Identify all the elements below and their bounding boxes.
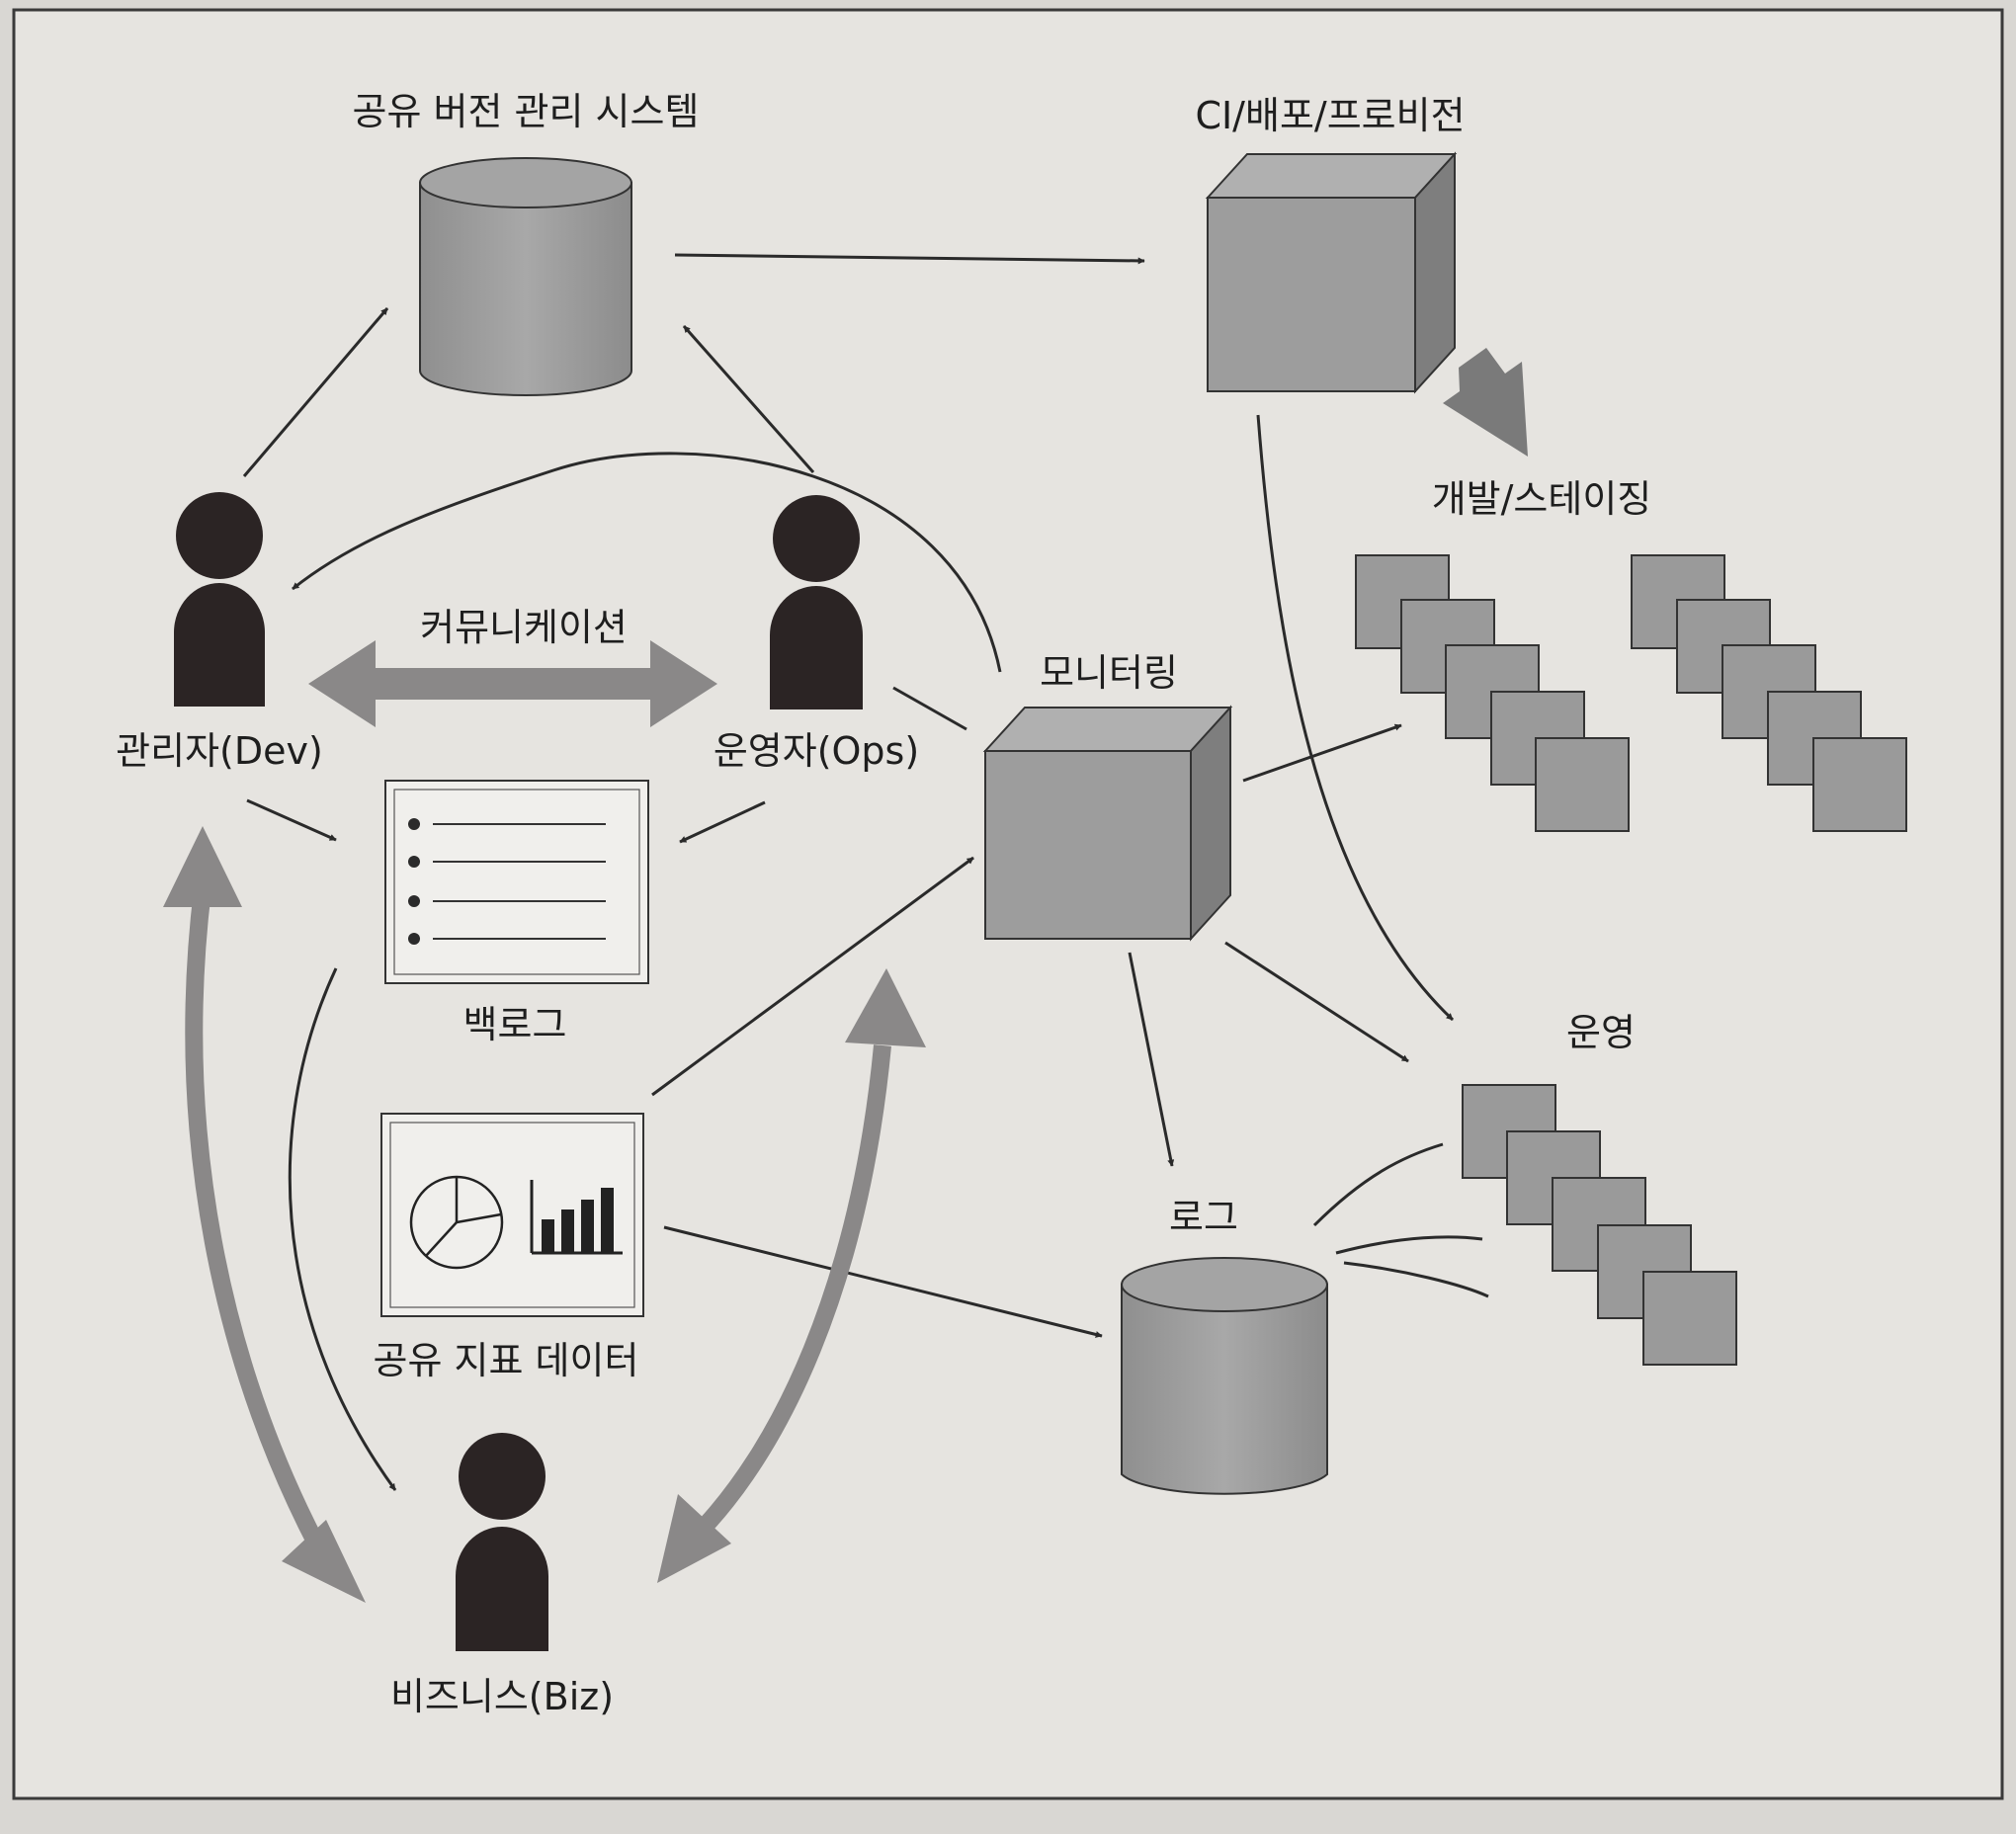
log-operations-link-3	[1343, 1261, 1489, 1298]
log-cylinder	[1121, 1257, 1328, 1495]
vcs-label: 공유 버전 관리 시스템	[353, 90, 700, 133]
bar-chart-icon	[530, 1180, 623, 1255]
ops-person-icon	[770, 495, 863, 709]
dev-biz-thick-arrow	[163, 826, 366, 1603]
log-operations-link-2	[1335, 1235, 1483, 1255]
dev-staging-label: 개발/스테이징	[1432, 477, 1652, 521]
biz-label: 비즈니스(Biz)	[390, 1675, 614, 1718]
dev-label: 관리자(Dev)	[116, 729, 323, 773]
biz-person-icon	[456, 1433, 548, 1651]
backlog-document	[384, 780, 649, 984]
vcs-to-ci-arrow	[674, 253, 1145, 265]
backlog-label: 백로그	[463, 1003, 567, 1046]
ci-label: CI/배포/프로비전	[1195, 94, 1465, 137]
communication-arrow	[308, 640, 717, 727]
operations-label: 운영	[1566, 1011, 1636, 1054]
metrics-label: 공유 지표 데이터	[374, 1339, 639, 1382]
metrics-document	[380, 1113, 644, 1317]
ci-to-operations-arrow	[1256, 414, 1455, 1022]
ops-to-vcs-arrow	[682, 325, 815, 473]
monitoring-to-log-arrow	[1128, 952, 1175, 1167]
dev-person-icon	[174, 492, 265, 707]
biz-metrics-thick-arrow	[657, 968, 926, 1583]
metrics-to-log-arrow	[663, 1225, 1103, 1338]
vcs-cylinder	[419, 157, 632, 396]
operations-stack	[1462, 1084, 1737, 1366]
ci-cube	[1205, 151, 1458, 394]
ops-to-backlog-arrow	[679, 800, 766, 844]
monitoring-label: 모니터링	[1040, 651, 1178, 695]
ci-to-staging-arrow	[1443, 348, 1528, 457]
ops-label: 운영자(Ops)	[714, 729, 919, 773]
monitoring-to-staging-arrow	[1242, 723, 1402, 783]
ops-to-monitoring-line	[892, 686, 967, 731]
staging-stack-2	[1631, 554, 1907, 832]
dev-to-vcs-arrow	[242, 307, 389, 477]
staging-stack-1	[1355, 554, 1630, 832]
monitoring-to-dev-arrow	[292, 452, 1002, 673]
monitoring-to-operations-arrow	[1224, 941, 1409, 1063]
log-label: 로그	[1169, 1196, 1238, 1239]
monitoring-cube	[982, 705, 1233, 942]
metrics-to-monitoring-arrow	[651, 856, 974, 1097]
communication-label: 커뮤니케이션	[420, 606, 628, 649]
dev-to-backlog-arrow	[246, 798, 337, 842]
log-operations-link-1	[1312, 1142, 1444, 1227]
backlog-to-biz-arrow	[288, 967, 397, 1491]
pie-chart-icon	[409, 1175, 504, 1270]
